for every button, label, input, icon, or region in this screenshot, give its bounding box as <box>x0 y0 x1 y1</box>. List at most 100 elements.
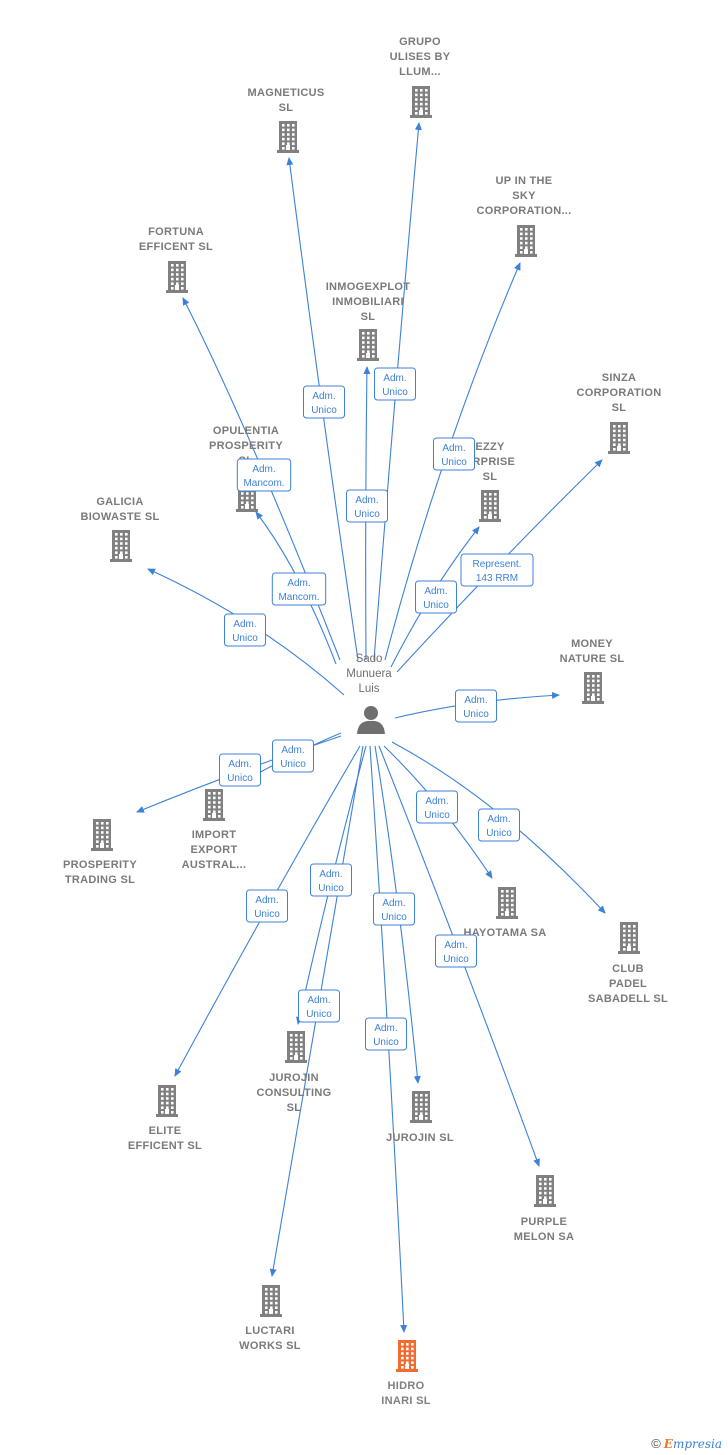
edge-label-magneticus[interactable]: Adm.Unico <box>303 385 345 419</box>
edge-label-box <box>373 892 415 926</box>
company-label: AUSTRAL... <box>182 859 247 871</box>
edge-label-opulentia[interactable]: Adm. Mancom. <box>271 572 327 606</box>
edge-label-club-padel[interactable]: Adm. Unico <box>478 808 520 842</box>
edge-label-text: Adm. <box>287 578 310 589</box>
company-label: IMPORT <box>192 829 237 841</box>
company-label: MONEY <box>571 638 613 650</box>
building-icon <box>156 1085 178 1117</box>
edge-label-grupo-ulises[interactable]: Adm.Unico <box>374 367 416 401</box>
company-label: WORKS SL <box>239 1340 301 1352</box>
edge-label-text: Adm. <box>228 759 251 770</box>
edge-label-luctari[interactable]: Adm.Unico <box>298 989 340 1023</box>
company-node-luctari[interactable]: LUCTARI WORKS SL <box>239 1285 301 1352</box>
edge-label-text: Unico <box>354 509 380 520</box>
company-node-up-in-the-sky[interactable]: UP IN THESKYCORPORATION... <box>476 175 571 257</box>
person-icon <box>357 706 385 734</box>
building-icon <box>285 1031 307 1063</box>
edge-label-text: Adm. <box>487 814 510 825</box>
edge-label-box <box>219 753 261 787</box>
company-node-inmogexplot[interactable]: INMOGEXPLOT INMOBILIARI SL <box>326 281 411 361</box>
company-label: PURPLE <box>521 1216 567 1228</box>
company-node-hayotama[interactable]: HAYOTAMA SA <box>464 887 547 939</box>
edge-label-hayotama[interactable]: Adm.Unico <box>416 790 458 824</box>
edge-label-text: Unico <box>311 405 337 416</box>
edge-label-galicia[interactable]: Adm.Unico <box>224 613 266 647</box>
building-icon <box>357 329 379 361</box>
edge-label-text: Adm. <box>383 373 406 384</box>
edge-label-box <box>303 385 345 419</box>
company-label: CORPORATION <box>577 387 662 399</box>
company-label: GRUPO <box>399 36 441 48</box>
edge-label-purple-melon[interactable]: Adm.Unico <box>435 934 477 968</box>
edge-label-prosperity-trading[interactable]: Adm.Unico <box>219 753 261 787</box>
building-icon <box>410 1091 432 1123</box>
edge-label-hidro-inari[interactable]: Adm.Unico <box>365 1017 407 1051</box>
edge-label-text: Mancom. <box>278 592 319 603</box>
company-label: LUCTARI <box>245 1325 295 1337</box>
edge-label-box <box>271 572 327 606</box>
company-label: EXPORT <box>190 844 237 856</box>
building-icon <box>515 225 537 257</box>
edge-label-jurojin-consulting[interactable]: Adm.Unico <box>310 863 352 897</box>
edge-label-up-in-the-sky[interactable]: Adm.Unico <box>433 437 475 471</box>
edge-label-fortuna[interactable]: Adm.Mancom. <box>236 458 292 492</box>
edge-label-text: Unico <box>441 457 467 468</box>
edge-label-text: Unico <box>486 828 512 839</box>
company-label: INMOGEXPLOT <box>326 281 411 293</box>
company-label: ERPRISE <box>465 456 515 468</box>
edge-label-text: Adm. <box>255 895 278 906</box>
edge-label-box <box>435 934 477 968</box>
company-label: JUROJIN SL <box>386 1132 454 1144</box>
edge-label-box <box>374 367 416 401</box>
company-label: INARI SL <box>381 1395 430 1407</box>
building-icon <box>277 121 299 153</box>
building-icon <box>534 1175 556 1207</box>
company-label: UP IN THE <box>496 175 553 187</box>
edge-label-text: Adm. <box>355 495 378 506</box>
building-icon <box>260 1285 282 1317</box>
edge-label-jurojin[interactable]: Adm.Unico <box>373 892 415 926</box>
building-icon <box>479 490 501 522</box>
building-icon <box>91 819 113 851</box>
company-node-jurojin[interactable]: JUROJIN SL <box>386 1091 454 1144</box>
company-label: SL <box>287 1102 302 1114</box>
company-label: SL <box>361 311 376 323</box>
edge-label-text: Adm. <box>374 1023 397 1034</box>
edge-label-money-nature[interactable]: Adm.Unico <box>455 689 497 723</box>
edge-label-elite[interactable]: Adm.Unico <box>246 889 288 923</box>
company-label: SL <box>612 402 627 414</box>
edge-label-sinza[interactable]: Represent.143 RRM <box>460 553 534 587</box>
company-label: INMOBILIARI <box>332 296 404 308</box>
company-label: SKY <box>512 190 536 202</box>
brand-footer[interactable]: ©Empresia <box>651 1436 722 1451</box>
edge-label-text: Adm. <box>252 464 275 475</box>
edge-label-inmogexplot[interactable]: Adm. Unico <box>346 489 388 523</box>
edge-label-import-export[interactable]: Adm.Unico <box>272 739 314 773</box>
company-node-money-nature[interactable]: MONEY NATURE SL <box>560 638 625 704</box>
company-label: GALICIA <box>96 496 143 508</box>
company-node-import-export[interactable]: IMPORT EXPORT AUSTRAL... <box>182 789 247 871</box>
copyright-symbol: © <box>651 1436 661 1451</box>
company-label: NATURE SL <box>560 653 625 665</box>
building-icon <box>410 86 432 118</box>
edge-label-ezzy[interactable]: Adm.Unico <box>415 580 457 614</box>
edge-label-text: Adm. <box>307 995 330 1006</box>
edge-label-text: Unico <box>318 883 344 894</box>
person-label: Sado <box>356 653 383 665</box>
company-label: PADEL <box>609 978 647 990</box>
company-label: OPULENTIA <box>213 425 279 437</box>
